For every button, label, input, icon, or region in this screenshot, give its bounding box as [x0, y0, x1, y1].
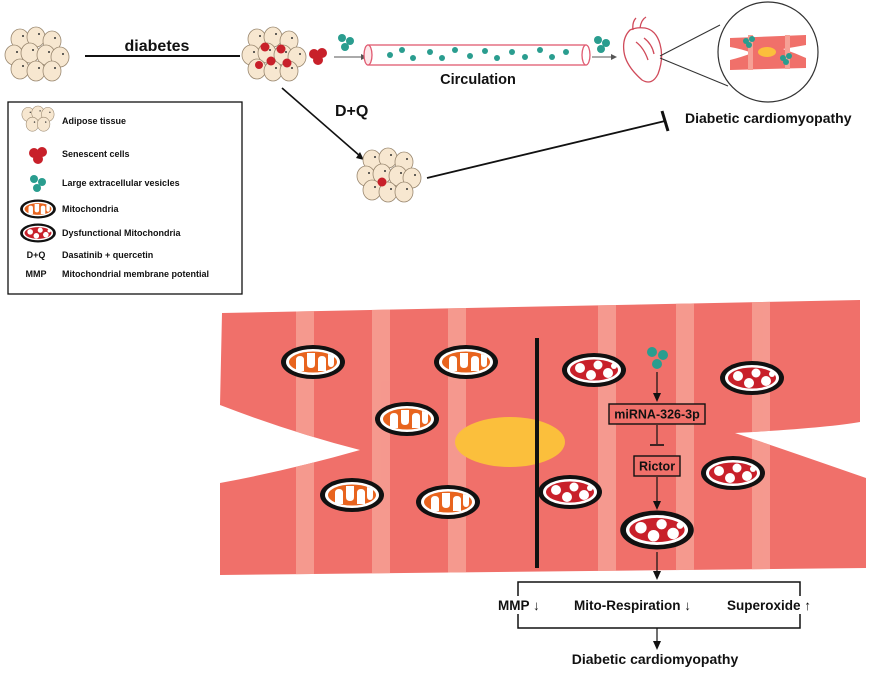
legend-box: D+Q MMP Adipose tissue Senescent cells L… [7, 101, 243, 295]
mitochondrion-1 [281, 345, 345, 379]
mitochondrion-4 [320, 478, 384, 512]
cardiomyocyte-zoom-circle [717, 1, 819, 103]
zoom-line-top [659, 24, 721, 57]
rictor-label: Rictor [639, 460, 675, 474]
outcome-label: Diabetic cardiomyopathy [685, 110, 852, 126]
inhibition-bar [660, 110, 670, 132]
cardiomyocyte [220, 300, 866, 575]
dysfunctional-mitochondria-icon [20, 223, 56, 243]
outcome-bracket [517, 581, 801, 629]
legend-label-mitochondria: Mitochondria [62, 204, 119, 214]
legend-label-adipose: Adipose tissue [62, 116, 126, 126]
legend-label-vesicles: Large extracellular vesicles [62, 178, 180, 188]
mirna-label: miRNA-326-3p [614, 408, 700, 422]
mitochondria-icon [20, 199, 56, 219]
dq-arrow-line [281, 87, 361, 157]
circulation-label: Circulation [440, 72, 516, 88]
legend-label-senescent: Senescent cells [62, 149, 130, 159]
adipose-tissue-senescent [241, 26, 307, 82]
dysfunctional-mitochondrion-2 [720, 361, 784, 395]
outcome-respiration: Mito-Respiration ↓ [574, 598, 691, 613]
rictor-box: Rictor [633, 455, 681, 477]
legend-label-mmp: Mitochondrial membrane potential [62, 269, 209, 279]
nucleus [455, 417, 565, 467]
dysfunctional-mitochondrion-4 [538, 475, 602, 509]
vesicles-icon [338, 34, 354, 51]
legend-key-dq: D+Q [27, 250, 46, 260]
mirna-box: miRNA-326-3p [608, 403, 706, 425]
vesicles-to-heart-icon [594, 36, 610, 53]
adipose-tissue-treated [356, 147, 422, 203]
mitochondrion-5 [416, 485, 480, 519]
inhibition-line [426, 120, 666, 179]
legend-label-dq: Dasatinib + quercetin [62, 250, 153, 260]
circulation-vessel [363, 44, 591, 66]
dq-label: D+Q [335, 103, 368, 120]
outcome-mmp: MMP ↓ [498, 598, 540, 613]
diabetes-label: diabetes [125, 38, 190, 55]
mitochondrion-3 [375, 402, 439, 436]
dysfunctional-mitochondrion-1 [562, 353, 626, 387]
legend-label-dysfunctional: Dysfunctional Mitochondria [62, 228, 181, 238]
outcome-superoxide: Superoxide ↑ [727, 598, 811, 613]
heart-icon [622, 16, 663, 83]
zoom-line-bottom [659, 57, 729, 87]
senescent-cells-icon [309, 48, 327, 65]
adipose-tissue-icon [21, 105, 55, 132]
legend-key-mmp: MMP [26, 269, 47, 279]
mitochondrion-2 [434, 345, 498, 379]
vesicles-in-cell-icon [647, 347, 668, 369]
dysfunctional-mitochondrion-large [620, 510, 694, 550]
dysfunctional-mitochondrion-3 [701, 456, 765, 490]
final-outcome-label: Diabetic cardiomyopathy [572, 651, 739, 667]
adipose-tissue-healthy [4, 26, 70, 82]
